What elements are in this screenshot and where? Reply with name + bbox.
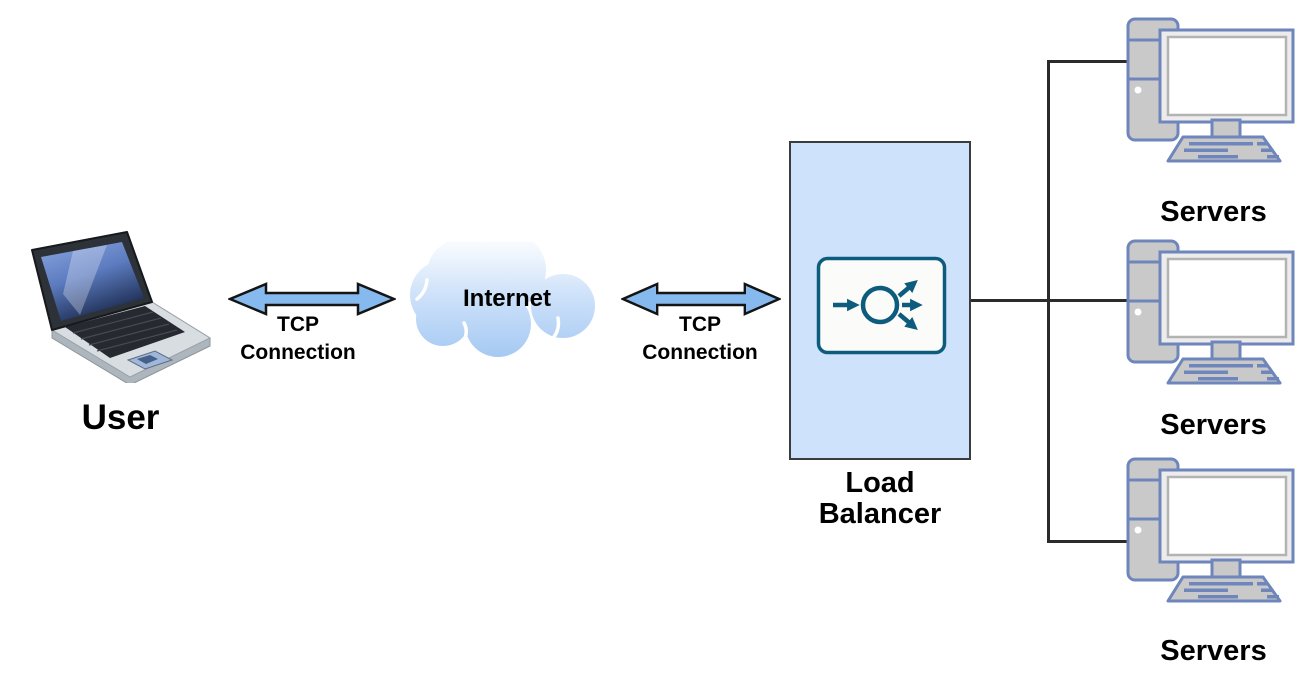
tcp-connection-left-label: TCP Connection <box>213 311 383 367</box>
tcp-line: TCP <box>679 313 721 336</box>
cloud-icon <box>410 242 595 357</box>
user-label: User <box>81 398 160 437</box>
internet-label: Internet <box>462 285 551 312</box>
user-node <box>25 228 215 386</box>
load-balancer-label: Load Balancer <box>789 468 971 530</box>
lb-output-line <box>971 299 1130 302</box>
server-bottom-branch-line <box>1047 540 1129 543</box>
server-label-3: Servers <box>1160 635 1267 667</box>
load-line: Load <box>845 467 915 499</box>
server-icon <box>1126 457 1295 603</box>
laptop-icon <box>31 231 212 386</box>
balancer-line: Balancer <box>818 498 942 530</box>
server-top-branch-line <box>1047 60 1129 63</box>
server-icon <box>1126 17 1295 163</box>
connection-line: Connection <box>240 341 356 364</box>
server-label-1: Servers <box>1160 196 1267 228</box>
tcp-connection-right-label: TCP Connection <box>615 311 785 367</box>
server-icon <box>1126 239 1295 385</box>
tcp-line: TCP <box>277 313 319 336</box>
connection-line: Connection <box>642 341 758 364</box>
server-trunk-line <box>1047 60 1050 543</box>
server-label-2: Servers <box>1160 409 1267 441</box>
load-balancer-icon <box>816 256 947 355</box>
